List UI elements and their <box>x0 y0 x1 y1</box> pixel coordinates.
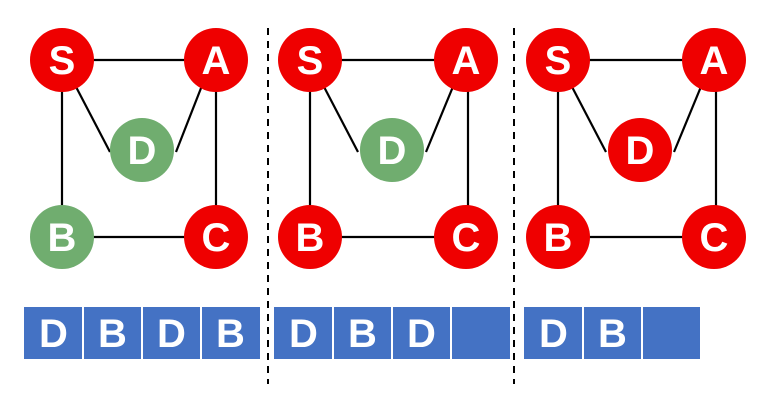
queue-cell-label: D <box>157 312 186 356</box>
node-circle <box>278 205 342 269</box>
queue-cell-label: D <box>289 312 318 356</box>
node-label: D <box>626 129 655 173</box>
queue-cell-label: B <box>216 312 245 356</box>
node-label: B <box>48 216 77 260</box>
queue-cell-label: B <box>598 312 627 356</box>
node-circle <box>526 28 590 92</box>
queue-cell-label: B <box>348 312 377 356</box>
node-label: B <box>296 216 325 260</box>
queue-cell-label: B <box>98 312 127 356</box>
graph-panel-1: S A D B C <box>30 28 248 269</box>
node-label: A <box>452 39 481 83</box>
queue-bar-3: D B <box>524 307 700 359</box>
node-circle <box>682 205 746 269</box>
node-circle <box>434 205 498 269</box>
node-b: B <box>526 205 590 269</box>
node-circle <box>608 118 672 182</box>
node-label: C <box>202 216 231 260</box>
node-circle <box>30 28 94 92</box>
graph-panel-2: S A D B C <box>278 28 498 269</box>
node-label: C <box>700 216 729 260</box>
queue-cell-label: D <box>539 312 568 356</box>
node-c: C <box>682 205 746 269</box>
node-circle <box>360 118 424 182</box>
queue-background <box>524 307 700 359</box>
queue-cell-label: D <box>39 312 68 356</box>
node-circle <box>682 28 746 92</box>
node-label: A <box>700 39 729 83</box>
graph-panel-3: S A D B C <box>526 28 746 269</box>
node-label: A <box>202 39 231 83</box>
node-s: S <box>278 28 342 92</box>
node-a: A <box>682 28 746 92</box>
queue-cell-label: D <box>407 312 436 356</box>
node-label: B <box>544 216 573 260</box>
node-label: S <box>545 39 572 83</box>
node-s: S <box>526 28 590 92</box>
node-a: A <box>434 28 498 92</box>
node-label: D <box>128 129 157 173</box>
node-s: S <box>30 28 94 92</box>
node-circle <box>184 205 248 269</box>
node-circle <box>526 205 590 269</box>
node-a: A <box>184 28 248 92</box>
node-d: D <box>360 118 424 182</box>
node-b: B <box>30 205 94 269</box>
node-d: D <box>608 118 672 182</box>
node-label: S <box>49 39 76 83</box>
queue-bar-2: D B D <box>274 307 510 359</box>
queue-bar-1: D B D B <box>24 307 260 359</box>
node-circle <box>184 28 248 92</box>
node-label: S <box>297 39 324 83</box>
node-circle <box>110 118 174 182</box>
node-d: D <box>110 118 174 182</box>
node-label: D <box>378 129 407 173</box>
node-circle <box>278 28 342 92</box>
node-c: C <box>434 205 498 269</box>
node-b: B <box>278 205 342 269</box>
node-circle <box>434 28 498 92</box>
node-c: C <box>184 205 248 269</box>
node-circle <box>30 205 94 269</box>
node-label: C <box>452 216 481 260</box>
